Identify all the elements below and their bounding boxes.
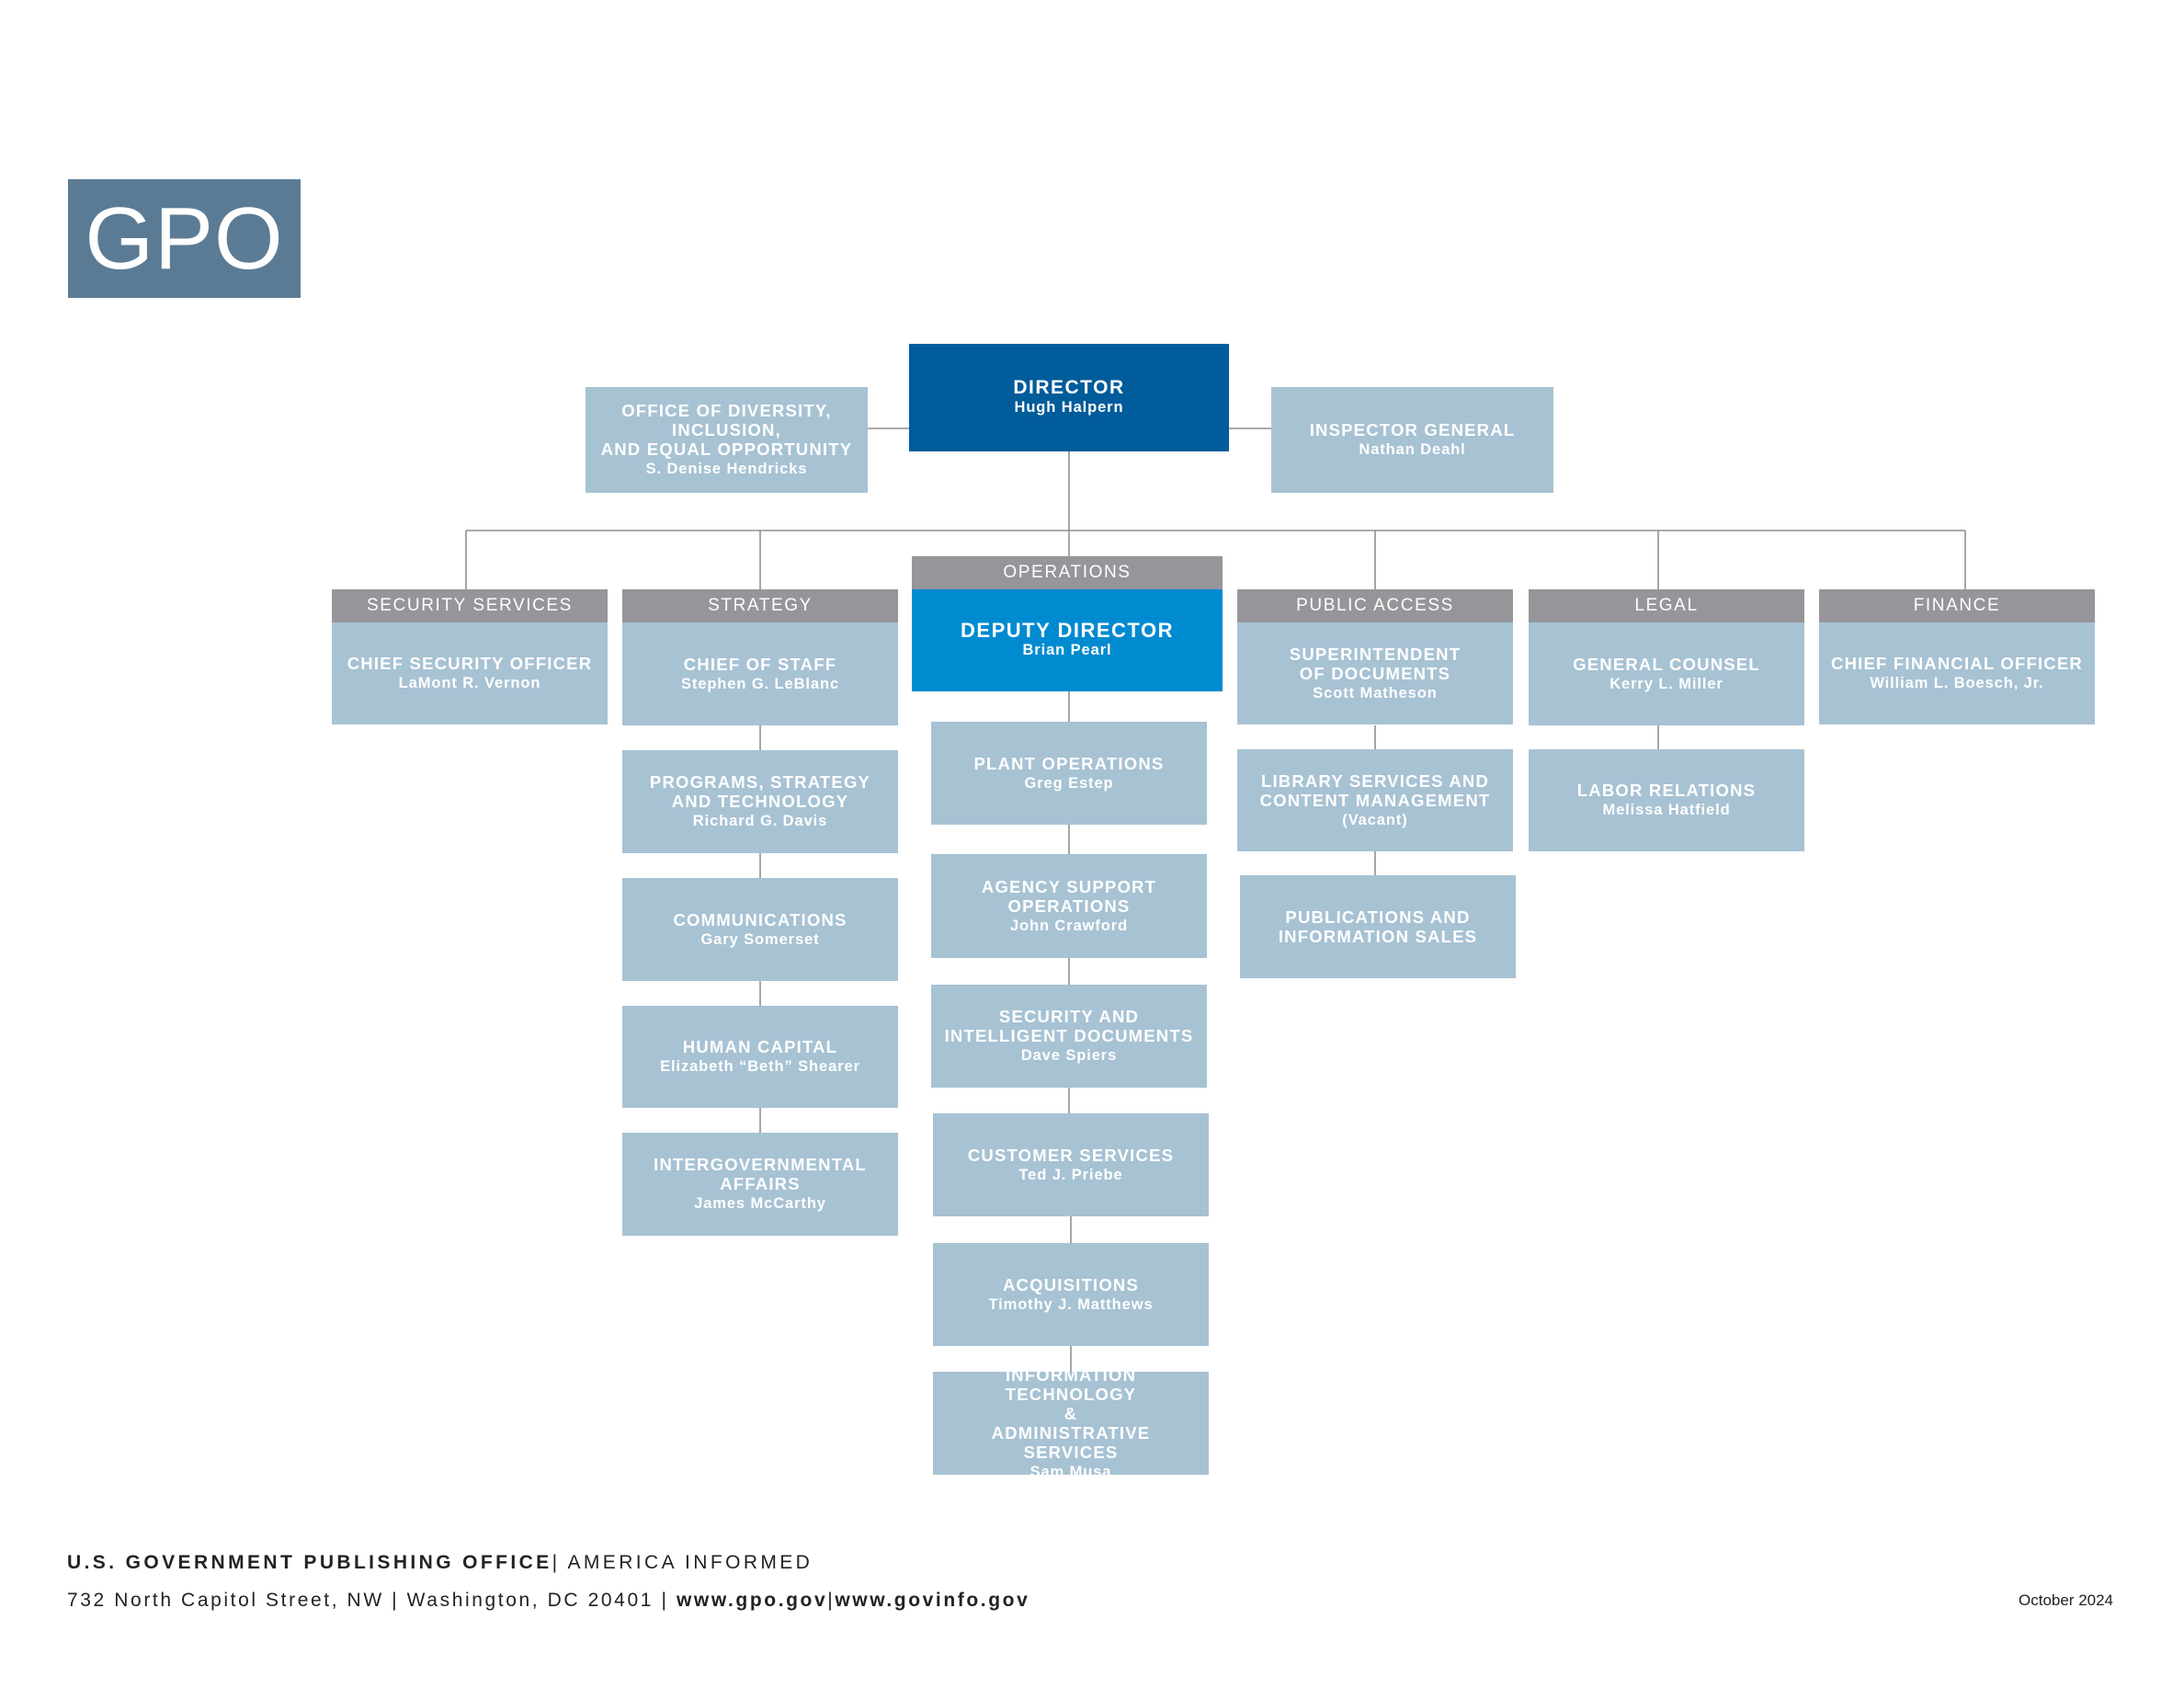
chief-security-officer-box: CHIEF SECURITY OFFICER LaMont R. Vernon	[332, 622, 608, 724]
unit-name: Melissa Hatfield	[1602, 802, 1731, 818]
unit-title: INFORMATION TECHNOLOGY & ADMINISTRATIVE …	[991, 1364, 1151, 1462]
chief-of-staff-title: CHIEF OF STAFF	[683, 654, 837, 674]
chief-security-officer-title: CHIEF SECURITY OFFICER	[347, 654, 593, 673]
inspector-general-title: INSPECTOR GENERAL	[1309, 420, 1516, 439]
footer-address-line: 732 North Capitol Street, NW | Washingto…	[67, 1590, 1029, 1612]
unit-name: James McCarthy	[694, 1195, 826, 1212]
unit-title: HUMAN CAPITAL	[682, 1037, 838, 1056]
unit-title: CUSTOMER SERVICES	[967, 1145, 1175, 1165]
plant-operations-box: PLANT OPERATIONS Greg Estep	[931, 722, 1207, 825]
programs-strategy-technology-box: PROGRAMS, STRATEGY AND TECHNOLOGY Richar…	[622, 750, 898, 853]
chief-of-staff-box: CHIEF OF STAFF Stephen G. LeBlanc	[622, 622, 898, 725]
gpo-logo: GPO	[68, 179, 301, 298]
communications-box: COMMUNICATIONS Gary Somerset	[622, 878, 898, 981]
unit-name: Timothy J. Matthews	[988, 1295, 1154, 1313]
chief-financial-officer-box: CHIEF FINANCIAL OFFICER William L. Boesc…	[1819, 622, 2095, 724]
deputy-director-name: Brian Pearl	[1022, 642, 1112, 658]
labor-relations-box: LABOR RELATIONS Melissa Hatfield	[1529, 749, 1804, 851]
general-counsel-name: Kerry L. Miller	[1610, 675, 1723, 692]
chief-financial-officer-title: CHIEF FINANCIAL OFFICER	[1831, 654, 2083, 673]
footer-org-line: U.S. GOVERNMENT PUBLISHING OFFICE| AMERI…	[67, 1552, 813, 1574]
information-technology-box: INFORMATION TECHNOLOGY & ADMINISTRATIVE …	[933, 1365, 1209, 1480]
unit-name: Sam Musa	[1029, 1463, 1112, 1480]
agency-support-operations-box: AGENCY SUPPORT OPERATIONS John Crawford	[931, 854, 1207, 958]
unit-title: COMMUNICATIONS	[673, 909, 847, 930]
director-name: Hugh Halpern	[1014, 399, 1124, 416]
unit-title: INTERGOVERNMENTAL AFFAIRS	[654, 1155, 867, 1193]
header-legal: LEGAL	[1529, 589, 1804, 622]
security-intelligent-documents-box: SECURITY AND INTELLIGENT DOCUMENTS Dave …	[931, 985, 1207, 1088]
unit-name: (Vacant)	[1342, 811, 1408, 828]
customer-services-box: CUSTOMER SERVICES Ted J. Priebe	[933, 1113, 1209, 1216]
unit-name: Dave Spiers	[1020, 1047, 1118, 1064]
unit-name: John Crawford	[1009, 917, 1129, 934]
director-title: DIRECTOR	[1013, 377, 1125, 398]
deputy-director-title: DEPUTY DIRECTOR	[961, 619, 1174, 642]
director-box: DIRECTOR Hugh Halpern	[909, 344, 1229, 451]
unit-name: Greg Estep	[1024, 774, 1114, 792]
footer-site-govinfo[interactable]: www.govinfo.gov	[835, 1590, 1030, 1611]
superintendent-box: SUPERINTENDENT OF DOCUMENTS Scott Mathes…	[1237, 622, 1513, 724]
diversity-title: OFFICE OF DIVERSITY, INCLUSION, AND EQUA…	[600, 401, 853, 459]
unit-title: LABOR RELATIONS	[1576, 781, 1757, 800]
unit-name: Ted J. Priebe	[1018, 1166, 1123, 1183]
footer-date: October 2024	[2019, 1591, 2114, 1609]
header-operations: OPERATIONS	[912, 556, 1223, 589]
footer-site-gpo[interactable]: www.gpo.gov	[676, 1590, 828, 1611]
footer-tagline: AMERICA INFORMED	[567, 1552, 813, 1573]
unit-name: Gary Somerset	[700, 930, 820, 948]
unit-title: PLANT OPERATIONS	[973, 753, 1165, 773]
footer-org-name: U.S. GOVERNMENT PUBLISHING OFFICE	[67, 1552, 552, 1573]
unit-title: LIBRARY SERVICES AND CONTENT MANAGEMENT	[1259, 770, 1491, 810]
unit-title: AGENCY SUPPORT OPERATIONS	[981, 876, 1157, 916]
diversity-box: OFFICE OF DIVERSITY, INCLUSION, AND EQUA…	[586, 387, 868, 493]
chief-of-staff-name: Stephen G. LeBlanc	[680, 675, 840, 692]
acquisitions-box: ACQUISITIONS Timothy J. Matthews	[933, 1243, 1209, 1346]
human-capital-box: HUMAN CAPITAL Elizabeth “Beth” Shearer	[622, 1006, 898, 1108]
header-finance: FINANCE	[1819, 589, 2095, 622]
chief-financial-officer-name: William L. Boesch, Jr.	[1870, 675, 2044, 691]
unit-name: Elizabeth “Beth” Shearer	[660, 1058, 860, 1075]
deputy-director-box: DEPUTY DIRECTOR Brian Pearl	[912, 589, 1223, 691]
publications-information-sales-box: PUBLICATIONS AND INFORMATION SALES	[1240, 875, 1516, 978]
header-security-services: SECURITY SERVICES	[332, 589, 608, 622]
intergovernmental-affairs-box: INTERGOVERNMENTAL AFFAIRS James McCarthy	[622, 1133, 898, 1236]
inspector-general-box: INSPECTOR GENERAL Nathan Deahl	[1271, 387, 1553, 493]
footer-separator: |	[552, 1552, 561, 1573]
inspector-general-name: Nathan Deahl	[1359, 441, 1466, 458]
unit-title: PROGRAMS, STRATEGY AND TECHNOLOGY	[649, 772, 871, 811]
unit-title: ACQUISITIONS	[1002, 1274, 1140, 1295]
header-public-access: PUBLIC ACCESS	[1237, 589, 1513, 622]
unit-title: SECURITY AND INTELLIGENT DOCUMENTS	[944, 1007, 1194, 1045]
superintendent-name: Scott Matheson	[1313, 684, 1438, 701]
unit-name: Richard G. Davis	[692, 813, 828, 829]
superintendent-title: SUPERINTENDENT OF DOCUMENTS	[1289, 644, 1462, 683]
footer-address: 732 North Capitol Street, NW | Washingto…	[67, 1590, 669, 1611]
library-services-box: LIBRARY SERVICES AND CONTENT MANAGEMENT …	[1237, 749, 1513, 851]
header-strategy: STRATEGY	[622, 589, 898, 622]
unit-title: PUBLICATIONS AND INFORMATION SALES	[1278, 907, 1478, 946]
general-counsel-box: GENERAL COUNSEL Kerry L. Miller	[1529, 622, 1804, 725]
chief-security-officer-name: LaMont R. Vernon	[398, 675, 541, 691]
footer-separator: |	[827, 1590, 836, 1611]
diversity-name: S. Denise Hendricks	[645, 461, 808, 477]
general-counsel-title: GENERAL COUNSEL	[1573, 654, 1760, 674]
